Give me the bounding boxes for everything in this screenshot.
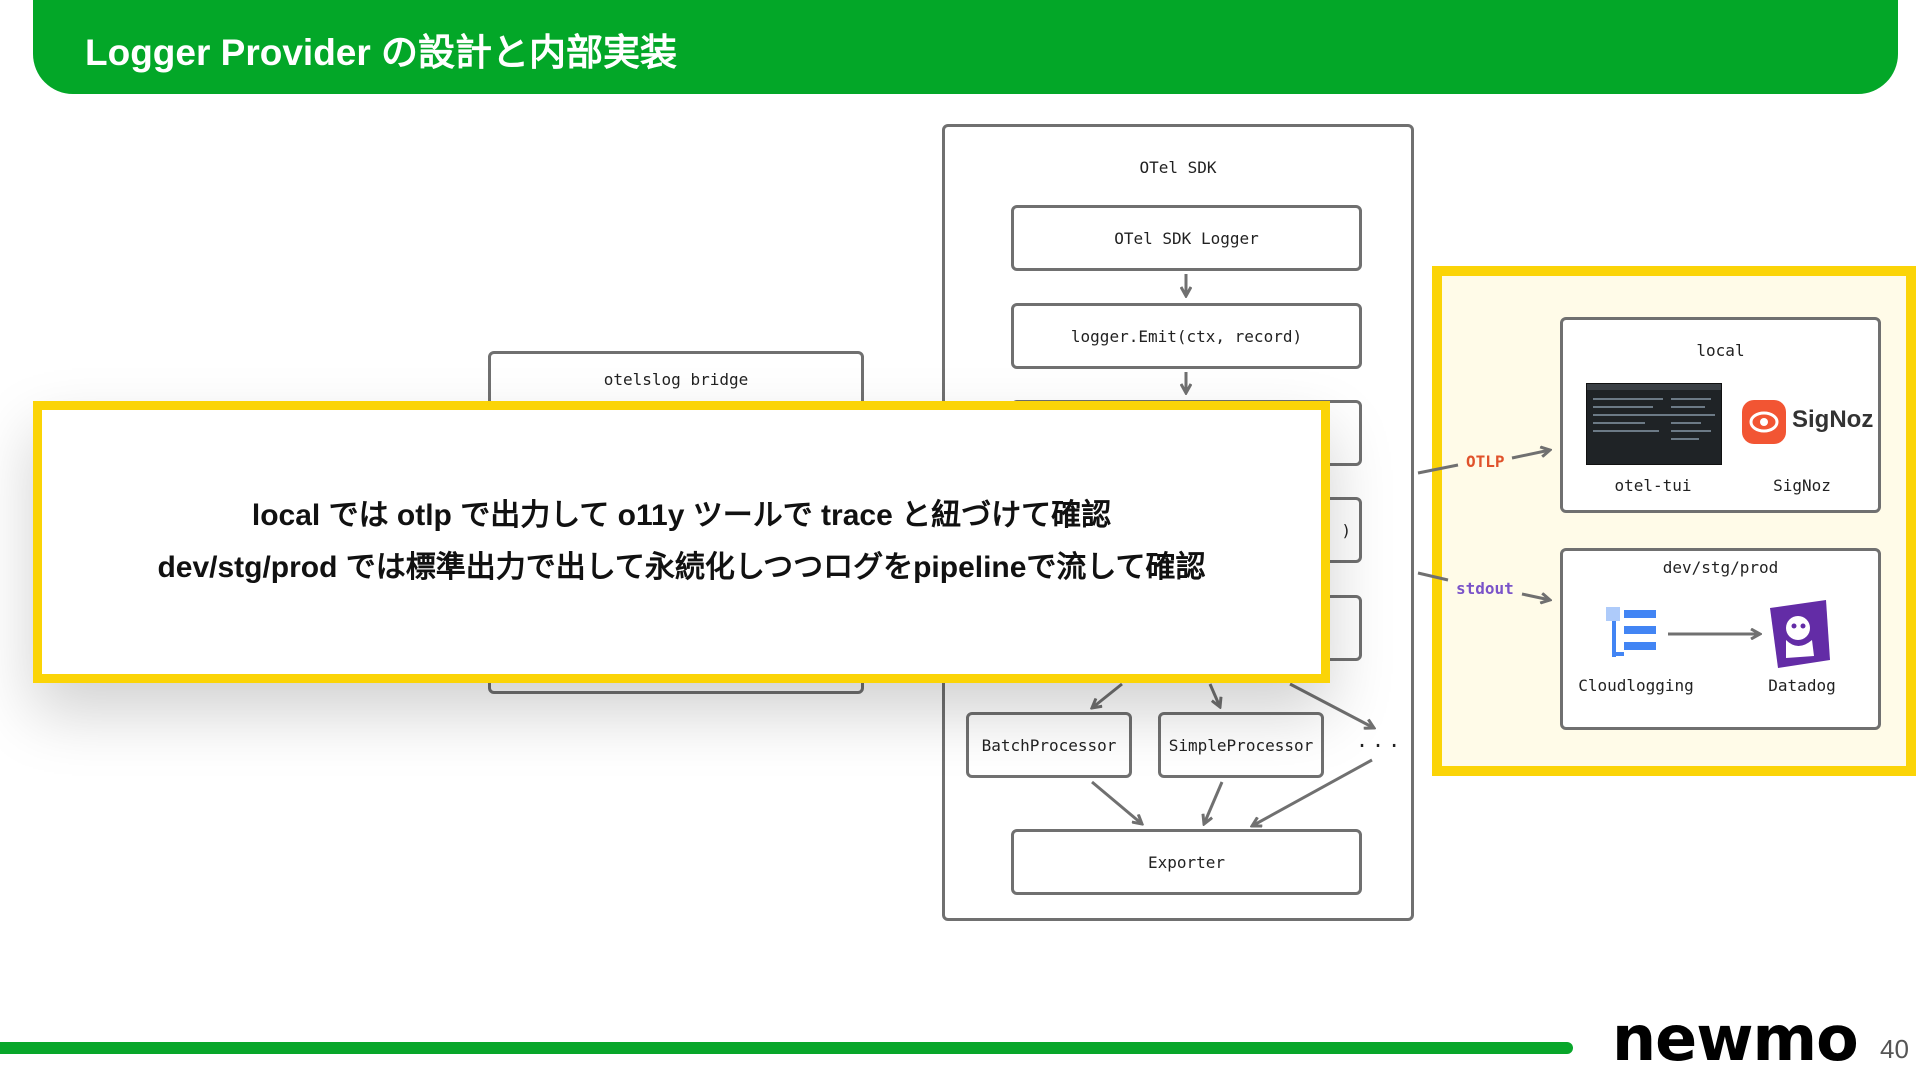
otlp-edge-label: OTLP [1466, 452, 1505, 471]
newmo-logo: newmo [1612, 1002, 1859, 1075]
note-line-local: local では otlp で出力して o11y ツールで trace と紐づけ… [251, 499, 1112, 532]
otel-tui-label: otel-tui [1614, 476, 1692, 495]
simple-processor-box: SimpleProcessor [1158, 712, 1324, 778]
footer-bar [0, 1042, 1573, 1054]
batch-processor-label: BatchProcessor [981, 735, 1117, 755]
otel-sdk-logger-box: OTel SDK Logger [1011, 205, 1362, 271]
exporter-box: Exporter [1011, 829, 1362, 895]
signoz-logo-text: SigNoz [1792, 406, 1874, 433]
stdout-edge-label: stdout [1456, 579, 1514, 598]
page-number: 40 [1880, 1034, 1909, 1064]
note-line-prod: dev/stg/prod では標準出力で出して永続化しつつログをpipeline… [157, 551, 1206, 584]
otel-sdk-logger-label: OTel SDK Logger [1114, 228, 1259, 248]
emit-call-label: logger.Emit(ctx, record) [1070, 326, 1303, 346]
otelslog-bridge-title: otelslog bridge [603, 370, 749, 389]
local-title: local [1696, 341, 1745, 360]
header-banner: Logger Provider の設計と内部実装 [33, 0, 1898, 94]
signoz-label: SigNoz [1773, 476, 1831, 495]
emit-call-box: logger.Emit(ctx, record) [1011, 303, 1362, 369]
summary-note-card: local では otlp で出力して o11y ツールで trace と紐づけ… [33, 401, 1330, 683]
more-processors-ellipsis: ... [1356, 728, 1405, 752]
simple-processor-label: SimpleProcessor [1168, 735, 1314, 755]
exporter-label: Exporter [1147, 852, 1226, 872]
prod-title: dev/stg/prod [1662, 558, 1779, 577]
batch-processor-box: BatchProcessor [966, 712, 1132, 778]
sdk-step-box-4-fragment: ) [1341, 520, 1351, 540]
otel-sdk-title: OTel SDK [1139, 158, 1217, 177]
slide-title: Logger Provider の設計と内部実装 [85, 32, 678, 73]
terminal-screenshot [1586, 383, 1722, 465]
signoz-icon [1742, 400, 1786, 444]
datadog-label: Datadog [1768, 676, 1836, 695]
cloudlogging-label: Cloudlogging [1578, 676, 1694, 695]
